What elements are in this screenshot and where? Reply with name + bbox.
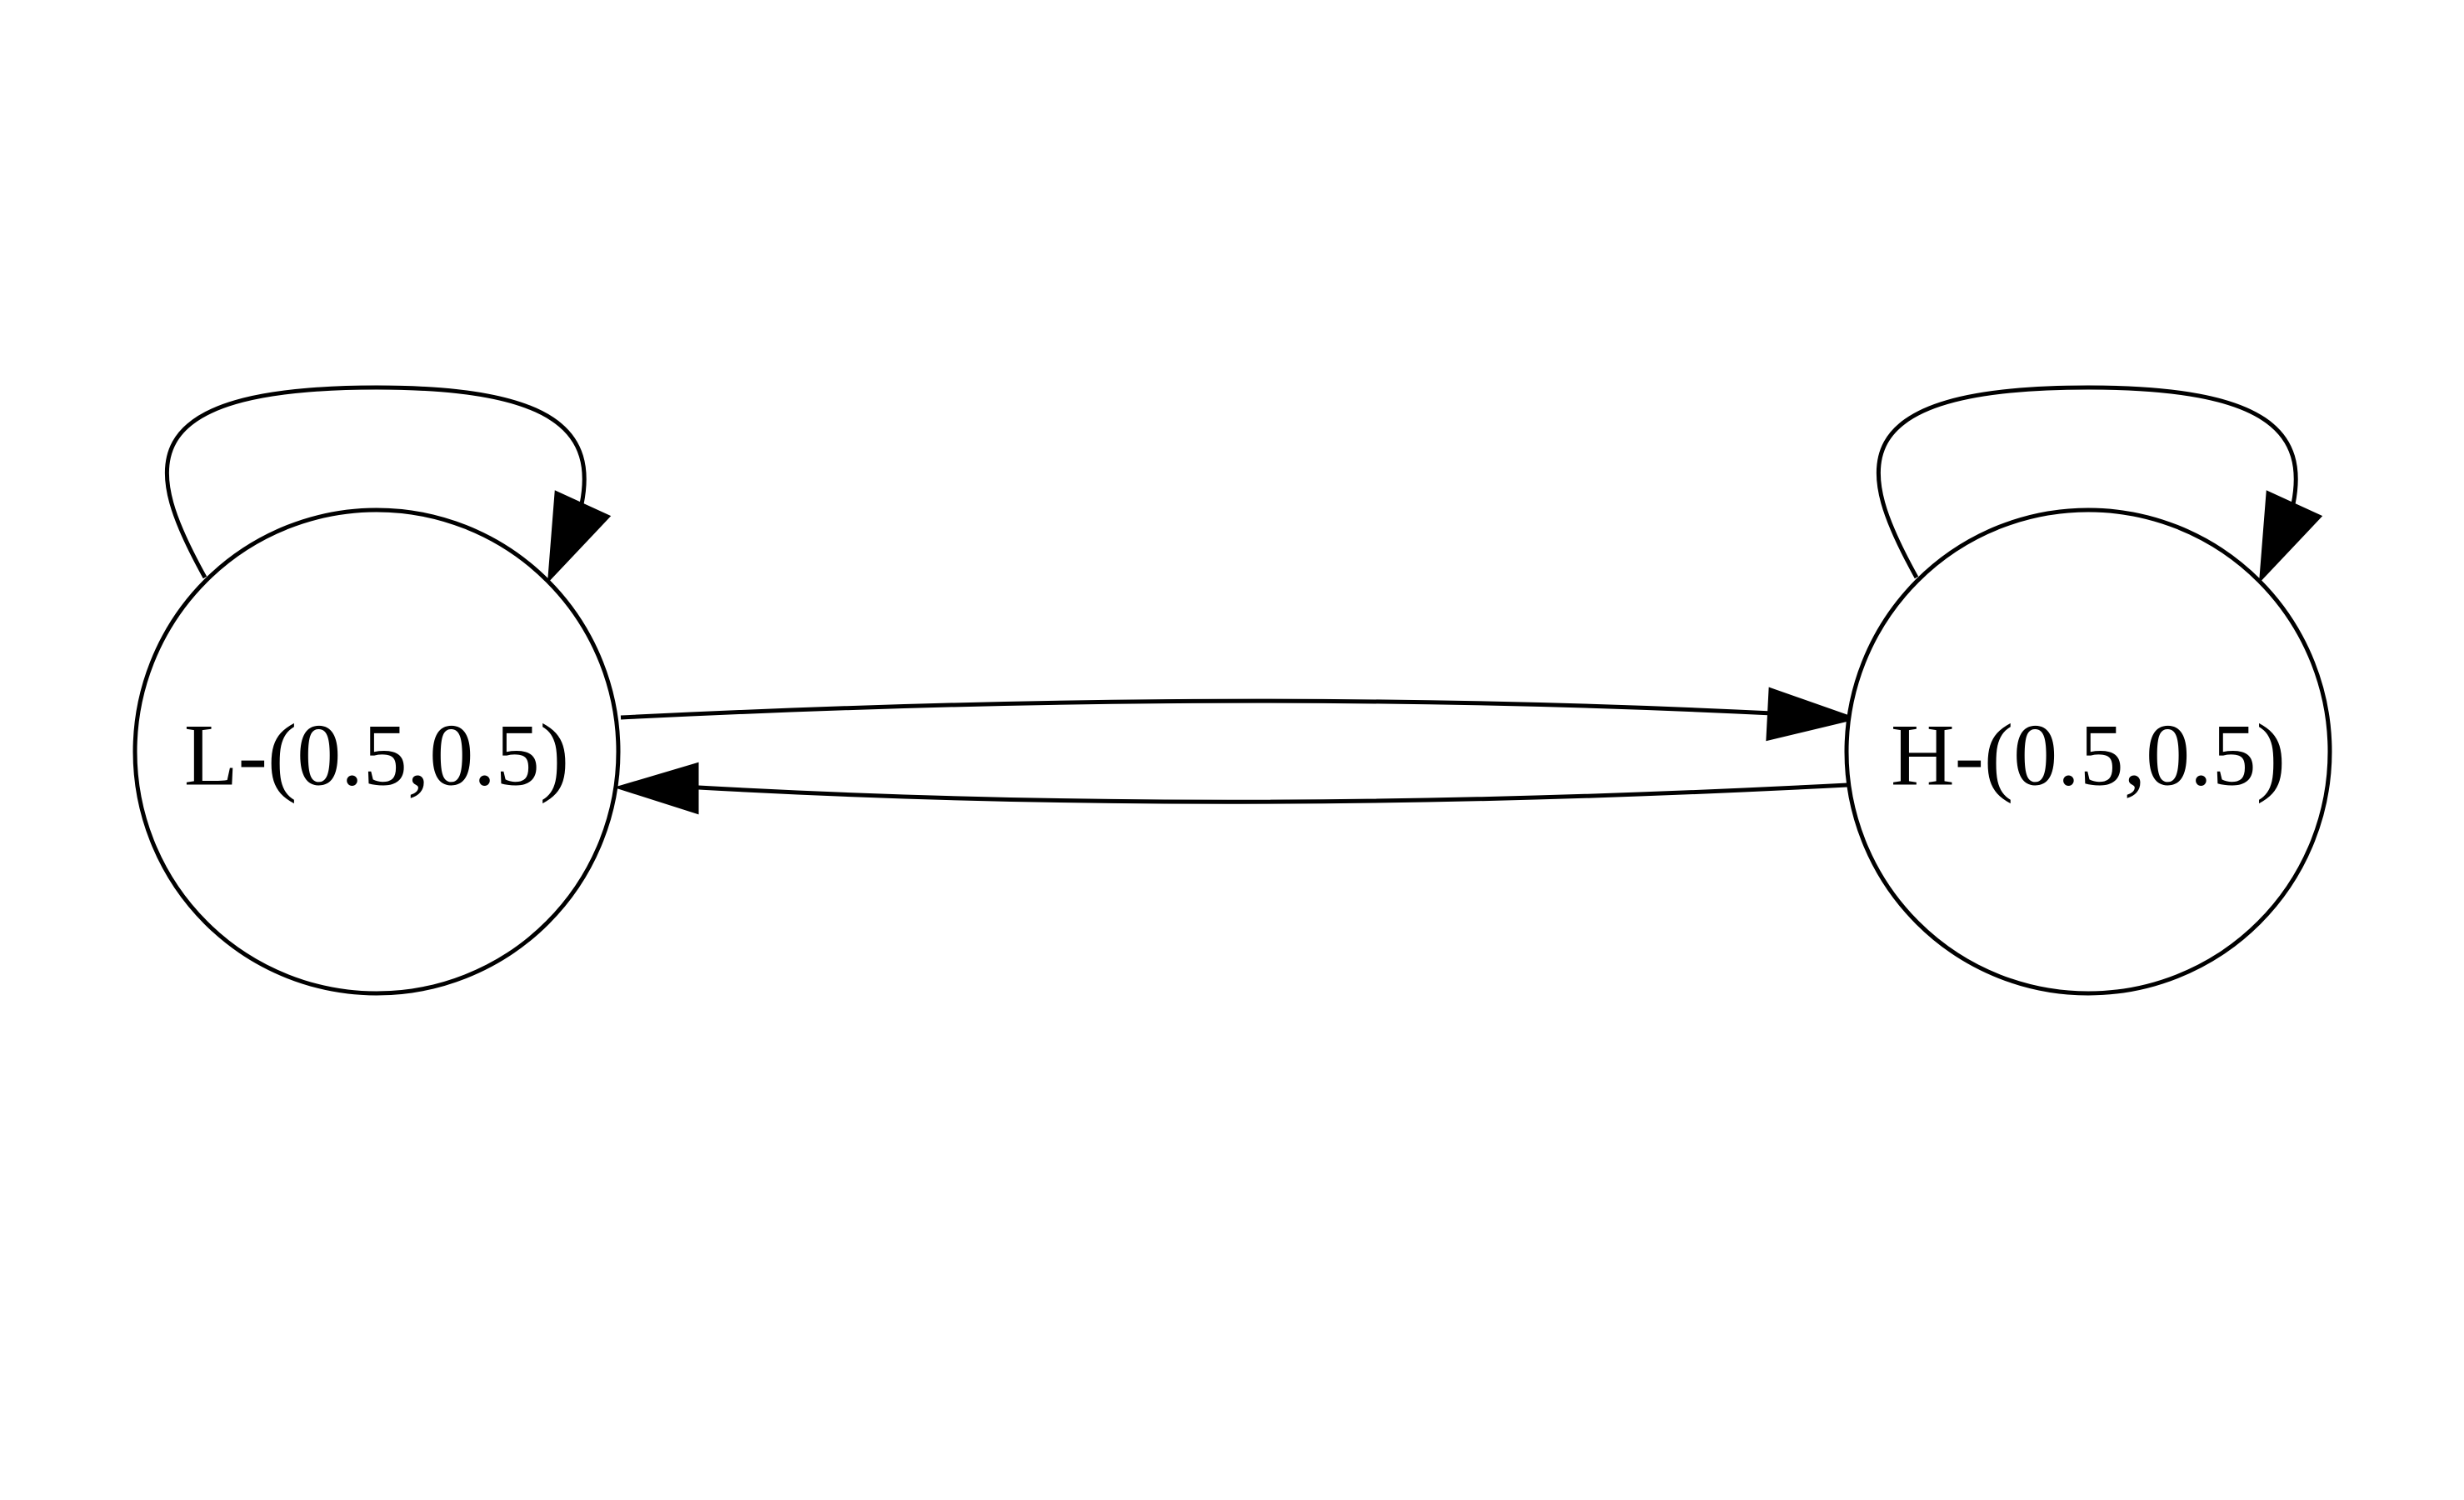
edge-l-to-h-line (620, 698, 1773, 720)
edge-h-to-l (613, 762, 1848, 815)
edge-h-to-l-line (697, 782, 1848, 804)
edge-h-self-loop-line (1876, 385, 2298, 579)
node-l-label: L-(0.5,0.5) (184, 707, 569, 804)
node-h: H-(0.5,0.5) (1844, 508, 2332, 996)
edge-l-to-h (620, 687, 1859, 742)
edge-l-self-loop-arrowhead (547, 490, 612, 583)
edge-l-to-h-arrowhead (1766, 687, 1859, 742)
edge-h-to-l-arrowhead (613, 762, 699, 815)
edge-h-self-loop (1876, 385, 2323, 583)
node-h-circle (1844, 508, 2332, 996)
edge-l-self-loop-line (164, 385, 587, 579)
edge-l-self-loop (164, 385, 612, 583)
node-h-label: H-(0.5,0.5) (1891, 707, 2286, 804)
node-l-circle (132, 508, 621, 996)
node-l: L-(0.5,0.5) (132, 508, 621, 996)
edge-h-self-loop-arrowhead (2258, 490, 2323, 583)
